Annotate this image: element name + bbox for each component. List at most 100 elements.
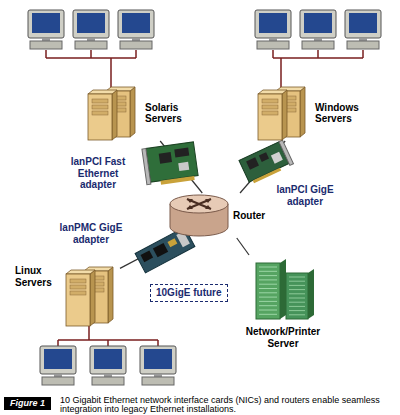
workstation-icon [118, 10, 154, 49]
adapter-label: lanPMC GigE adapter [58, 222, 124, 245]
node-label: Solaris Servers [145, 102, 195, 125]
workstation-icon [255, 10, 291, 49]
network-wire [46, 50, 363, 346]
workstation-icon-part [73, 10, 109, 38]
building-icon-part [289, 293, 305, 294]
server-icon-part [88, 94, 112, 140]
workstation-icon-part [90, 346, 126, 374]
router-icon-part [187, 199, 211, 209]
server-icon-part [92, 111, 108, 115]
node-label: Router [233, 210, 273, 222]
building-icon-part [286, 273, 308, 319]
workstation-icon-part [122, 13, 150, 33]
workstation-icon [73, 10, 109, 49]
node-icon [80, 85, 142, 141]
workstation-icon-part [142, 377, 174, 385]
server-icon-part [88, 90, 117, 94]
building-icon-part [259, 275, 277, 276]
server-icon-part [92, 105, 108, 109]
workstation-icon [90, 346, 126, 385]
building-icon-part [289, 298, 305, 299]
workstation-icon-part [75, 41, 107, 49]
building-icon-part [259, 267, 277, 268]
dashed-box: 10GigE future [150, 284, 228, 302]
network-wire-part [46, 50, 136, 90]
workstation-icon-part [259, 13, 287, 33]
building-icon-part [289, 277, 305, 278]
workstation-icon-part [120, 41, 152, 49]
workstation-icon-part [304, 13, 332, 33]
server-icon-part [130, 87, 135, 137]
workstation-icon-part [32, 13, 60, 33]
workstation-icon-part [349, 13, 377, 33]
building-icon-part [289, 314, 305, 315]
server-icon-part [282, 90, 287, 140]
workstation-icon [140, 346, 176, 385]
building-icon-part [289, 302, 305, 303]
building-icon-part [280, 259, 286, 319]
fast-ethernet-card-part [142, 149, 151, 185]
node-icon [248, 255, 318, 323]
workstation-group [28, 10, 381, 385]
network-wire-part [58, 326, 158, 346]
server-icon-part [70, 279, 86, 283]
server-icon-part [258, 94, 282, 140]
node-icon [168, 193, 230, 238]
gige-pci-card-part [271, 152, 283, 164]
workstation-icon-part [30, 41, 62, 49]
server-icon-part [66, 270, 95, 274]
server-icon-part [92, 99, 108, 103]
workstation-icon-part [345, 10, 381, 38]
pmc-card-part [167, 238, 177, 247]
server-icon-part [262, 105, 278, 109]
building-icon-part [259, 288, 277, 289]
workstation-icon-part [77, 13, 105, 33]
fast-ethernet-card-part [178, 162, 189, 171]
workstation-icon-part [144, 349, 172, 369]
node-icon [250, 85, 312, 141]
node-label: 10GigE future [156, 287, 222, 299]
workstation-icon-part [300, 10, 336, 38]
workstation-icon-part [118, 10, 154, 38]
gige-pci-card-part [246, 157, 259, 169]
server-group: Windows Servers [250, 85, 369, 141]
figure-caption: 10 Gigabit Ethernet network interface ca… [60, 396, 396, 415]
building-icon [256, 259, 314, 319]
router-icon [170, 195, 228, 236]
workstation-icon [28, 10, 64, 49]
network-link [237, 238, 249, 255]
node-label: Linux Servers [15, 265, 55, 288]
server-group: Linux Servers [15, 265, 120, 327]
building-icon-part [259, 305, 277, 306]
router-node: Router [168, 193, 273, 238]
building-icon-part [289, 306, 305, 307]
server-icon-part [108, 267, 113, 323]
server-icon [66, 267, 113, 326]
server-icon-part [70, 291, 86, 295]
workstation-icon-part [140, 346, 176, 374]
building-icon-part [308, 269, 314, 319]
building-icon-part [259, 271, 277, 272]
building-icon-part [289, 289, 305, 290]
fast-ethernet-card [142, 142, 199, 187]
fast-ethernet-card-part [174, 148, 189, 158]
server-icon-part [258, 90, 287, 94]
workstation-icon-part [28, 10, 64, 38]
building-icon-part [259, 279, 277, 280]
workstation-icon-part [44, 349, 72, 369]
server-icon-part [262, 111, 278, 115]
server-icon-part [70, 285, 86, 289]
building-icon-part [289, 285, 305, 286]
workstation-icon-part [94, 349, 122, 369]
workstation-icon-part [257, 41, 289, 49]
node-icon [58, 265, 120, 327]
pmc-card-part [153, 243, 168, 257]
fast-ethernet-card-part [146, 142, 198, 182]
workstation-icon-part [255, 10, 291, 38]
workstation-icon-part [42, 377, 74, 385]
server-icon-part [300, 87, 305, 137]
server-icon-part [66, 274, 90, 326]
building-icon-part [259, 301, 277, 302]
server-group: Solaris Servers [80, 85, 195, 141]
building-icon-part [259, 314, 277, 315]
